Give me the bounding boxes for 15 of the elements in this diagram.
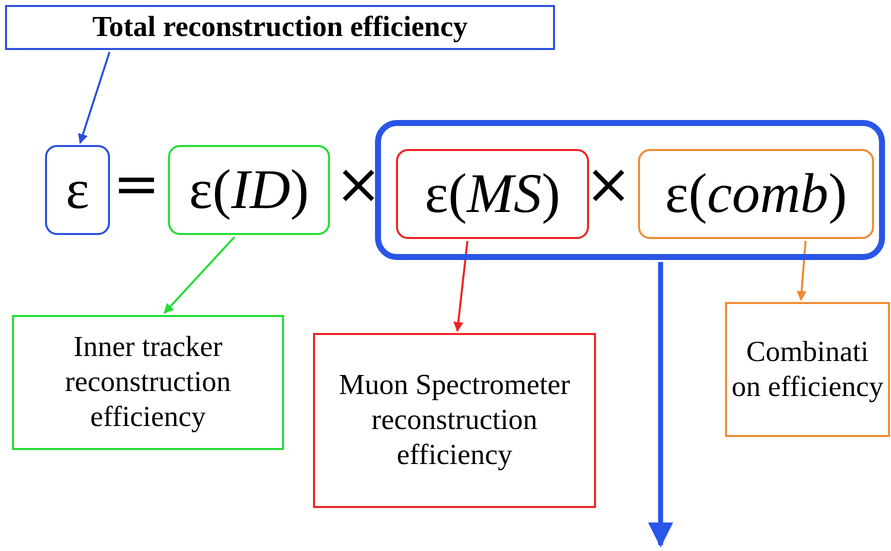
term-box: ε(comb) (638, 149, 874, 239)
arrow (78, 52, 110, 144)
term-box: ε(MS) (396, 149, 589, 239)
symbol-box: ε (45, 145, 110, 235)
arrow (164, 236, 236, 314)
description-box: Muon Spectrometer reconstruction efficiency (313, 333, 596, 508)
operator-sign: = (113, 152, 160, 217)
group-frame (375, 120, 885, 260)
arrow (796, 240, 807, 301)
arrow (648, 262, 674, 548)
term-box: ε(ID) (168, 145, 330, 235)
description-box: Inner tracker reconstruction efficiency (12, 315, 284, 450)
description-box: Combinati on efficiency (725, 302, 890, 437)
operator-sign: × (335, 152, 382, 217)
title-box: Total reconstruction efficiency (5, 5, 555, 50)
